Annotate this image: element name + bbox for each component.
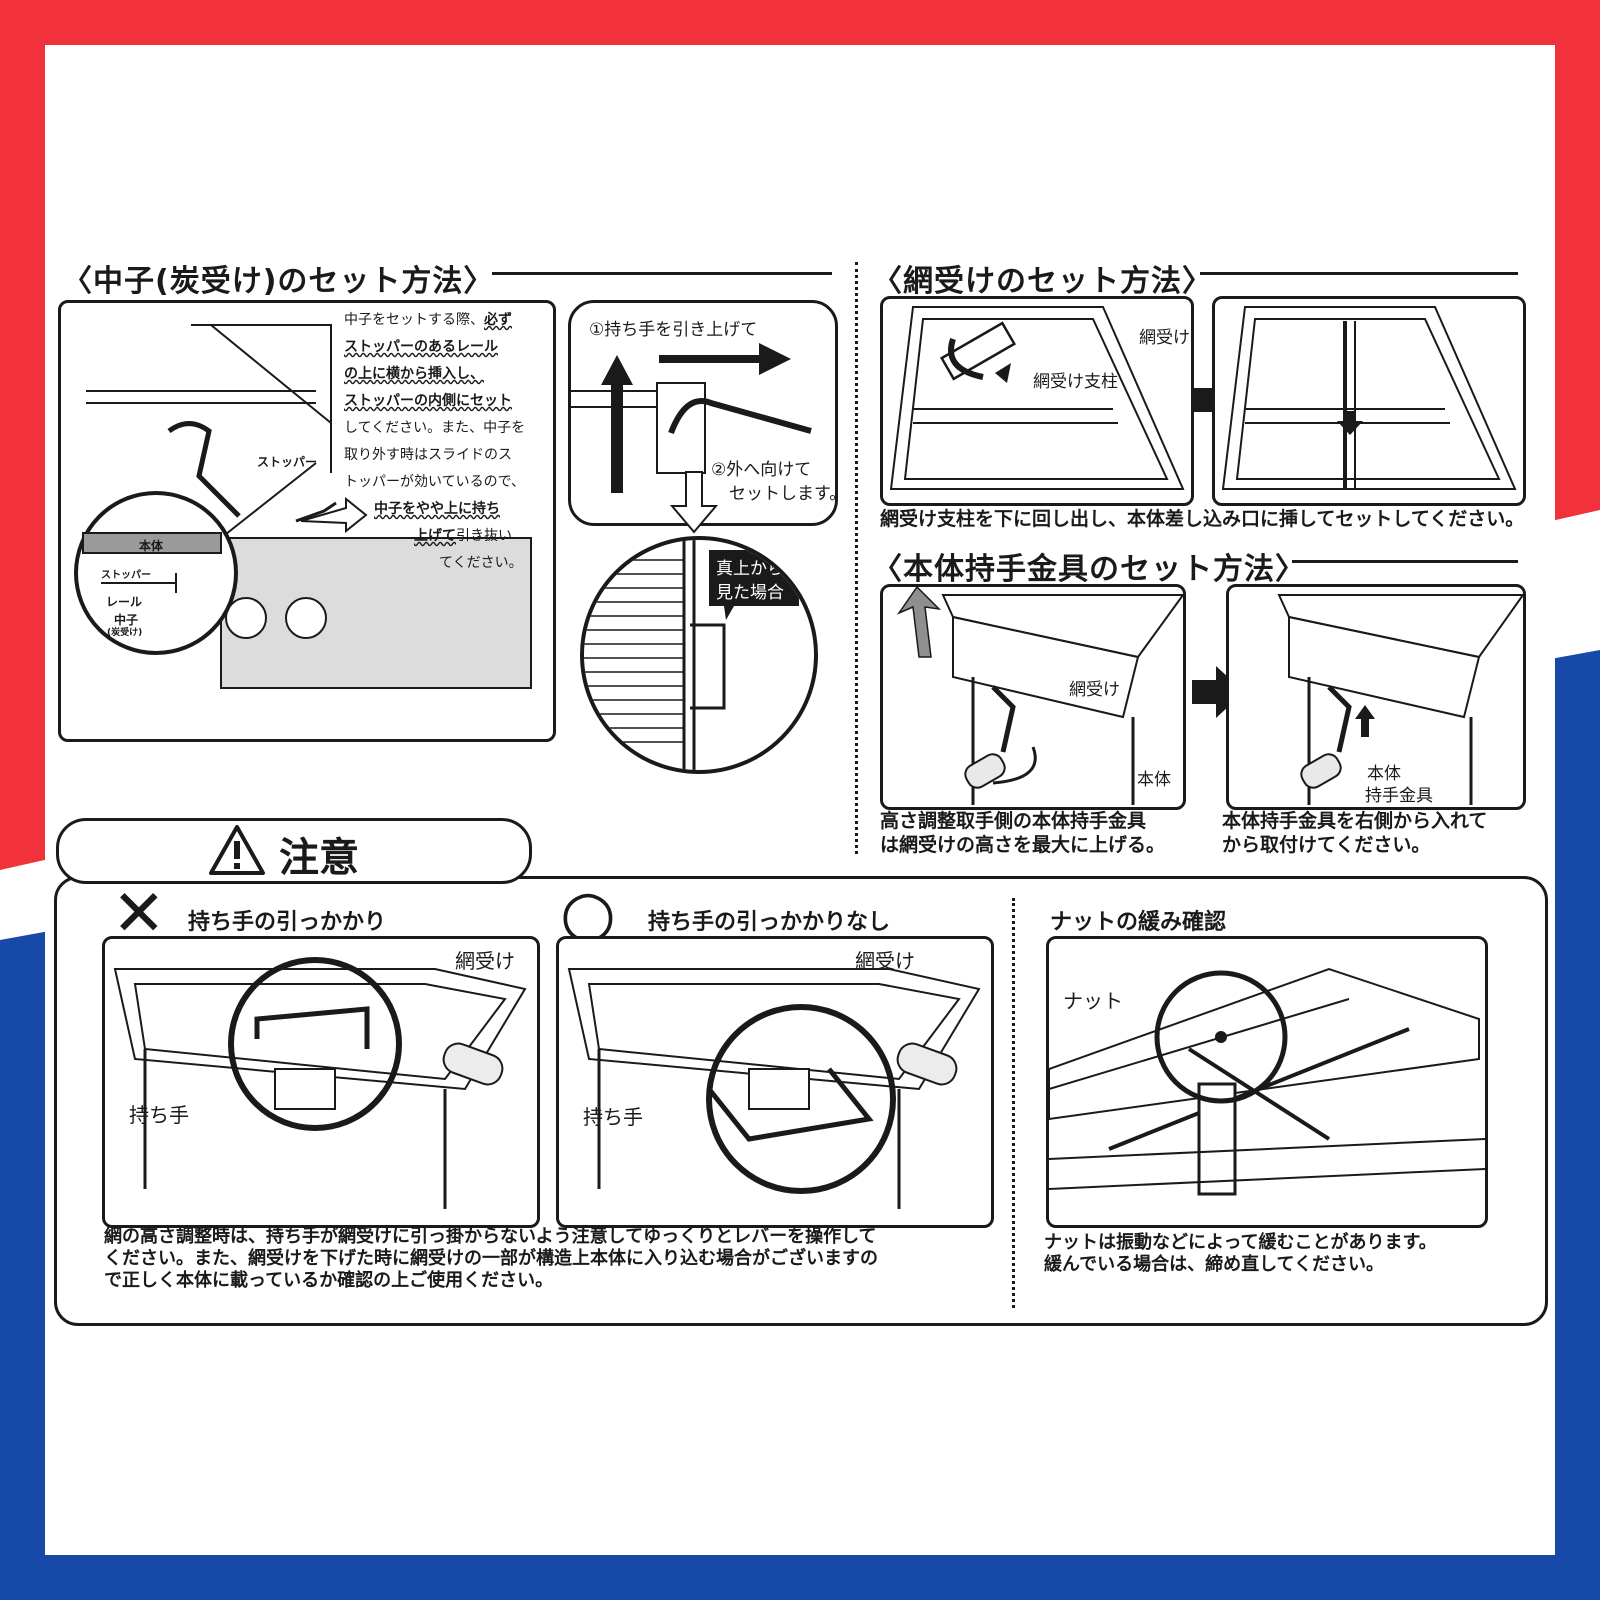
label-kanagu-a: 本体 (1367, 764, 1401, 784)
nakago-title: 〈中子(炭受け)のセット方法〉 (62, 264, 495, 299)
label-rail: レール (106, 595, 143, 609)
caution-title: 注意 (279, 835, 359, 881)
label-hontai: 本体 (139, 539, 164, 553)
label-amiuke-1: 網受け (1139, 328, 1190, 348)
caution-line-b: ください。また、網受けを下げた時に網受けの一部が構造上本体に入り込む場合がござい… (104, 1248, 878, 1269)
handle-caption-right-b: から取付けてください。 (1222, 834, 1431, 856)
caution-text: 網の高さ調整時は、持ち手が網受けに引っ掛からないよう注意してゆっくりとレバーを操… (104, 1226, 878, 1292)
caution-divider (1012, 898, 1015, 1308)
handle-title: 〈本体持手金具のセット方法〉 (872, 552, 1306, 587)
amiuke-illustration-2 (1221, 306, 1517, 490)
nakago-illustration (74, 324, 532, 689)
right-arrow-2 (1192, 666, 1244, 718)
nut-text: ナットは振動などによって緩むことがあります。 緩んでいる場合は、締め直してくださ… (1044, 1232, 1437, 1276)
step2b-text: セットします。 (729, 484, 838, 504)
line-5: してください。また、中子を (344, 420, 526, 436)
nut-line-a: ナットは振動などによって緩むことがあります。 (1044, 1232, 1437, 1253)
nut-illustration (1049, 967, 1485, 1196)
ok-label-mochite: 持ち手 (583, 1105, 643, 1129)
label-shichu: 網受け支柱 (1033, 372, 1118, 392)
warning-icon (209, 825, 265, 875)
caution-line-a: 網の高さ調整時は、持ち手が網受けに引っ掛からないよう注意してゆっくりとレバーを操… (104, 1226, 877, 1247)
amiuke-title: 〈網受けのセット方法〉 (872, 264, 1213, 299)
handle-title-rule (1292, 560, 1518, 563)
nakago-title-rule (492, 272, 832, 275)
label-nakago: 中子 (114, 613, 139, 627)
ng-panel: 網受け 持ち手 (102, 936, 540, 1228)
label-hontai-2: 本体 (1137, 770, 1171, 790)
nut-label: ナット (1063, 989, 1123, 1013)
label-stopper-top: ストッパー (257, 455, 318, 469)
ok-title: 持ち手の引っかかりなし (648, 910, 891, 935)
nut-title: ナットの緩み確認 (1050, 910, 1227, 935)
label-sumiuke: (炭受け) (107, 628, 143, 638)
handle-illustration-1 (896, 587, 1183, 805)
line-9a: 上げて (414, 528, 456, 544)
ng-illustration (113, 957, 527, 1209)
ok-panel: 網受け 持ち手 (556, 936, 994, 1228)
nut-panel: ナット (1046, 936, 1488, 1228)
ng-label-mochite: 持ち手 (129, 1103, 189, 1127)
line-6: 取り外す時はスライドのス (344, 447, 512, 463)
amiuke-panel-1: 網受け 網受け支柱 (880, 296, 1194, 506)
nut-line-b: 緩んでいる場合は、締め直してください。 (1044, 1254, 1385, 1275)
topview-circle: 真上から 見た場合 (580, 536, 818, 774)
view-text-a: 真上から (716, 559, 784, 579)
line-4: ストッパーの内側にセット (344, 393, 512, 409)
amiuke-title-rule (1200, 272, 1518, 275)
ng-title: 持ち手の引っかかり (188, 910, 387, 935)
amiuke-panel-2 (1212, 296, 1526, 506)
ok-mark: ○ (560, 877, 616, 951)
line-7: トッパーが効いているので、 (344, 474, 526, 490)
view-text-b: 見た場合 (716, 583, 784, 603)
ng-label-amiuke: 網受け (455, 949, 515, 973)
line-8: 中子をやや上に持ち (374, 501, 500, 517)
ng-mark: ✕ (112, 877, 166, 951)
label-kanagu-b: 持手金具 (1365, 786, 1433, 806)
step2a-text: ②外へ向けて (711, 460, 812, 480)
nakago-instructions: 中子をセットする際、必ず ストッパーのあるレール の上に横から挿入し、 ストッパ… (344, 307, 525, 577)
step1-text: ①持ち手を引き上げて (589, 320, 758, 340)
down-arrow (669, 471, 719, 534)
line-1a: 中子をセットする際、 (344, 312, 484, 328)
line-10: てください。 (439, 555, 523, 571)
caution-line-c: で正しく本体に載っているか確認の上ご使用ください。 (104, 1270, 554, 1291)
line-1b: 必ず (484, 312, 512, 328)
top-divider (855, 262, 858, 854)
step-illustration (571, 343, 812, 493)
handle-caption-left-a: 高さ調整取手側の本体持手金具 (880, 810, 1147, 832)
line-9b: 引き抜い (456, 528, 512, 544)
line-3: の上に横から挿入し、 (344, 366, 484, 382)
amiuke-caption: 網受け支柱を下に回し出し、本体差し込み口に挿してセットしてください。 (880, 508, 1525, 530)
handle-caption-right-a: 本体持手金具を右側から入れて (1222, 810, 1488, 832)
ok-label-amiuke: 網受け (855, 949, 915, 973)
line-2: ストッパーのあるレール (344, 339, 498, 355)
label-stopper: ストッパー (101, 570, 151, 581)
caution-header: 注意 (56, 818, 532, 884)
nakago-main-panel: ストッパー 本体 ストッパー レール 中子 (炭受け) 中子をセットする際、必ず… (58, 300, 556, 742)
handle-caption-left-b: は網受けの高さを最大に上げる。 (880, 834, 1166, 856)
ok-illustration (567, 968, 981, 1209)
handle-panel-1: 網受け 本体 (880, 584, 1186, 810)
handle-illustration-2 (1277, 594, 1523, 805)
label-amiuke-2: 網受け (1069, 680, 1120, 700)
amiuke-illustration-1 (889, 306, 1185, 490)
handle-panel-2: 本体 持手金具 (1226, 584, 1526, 810)
